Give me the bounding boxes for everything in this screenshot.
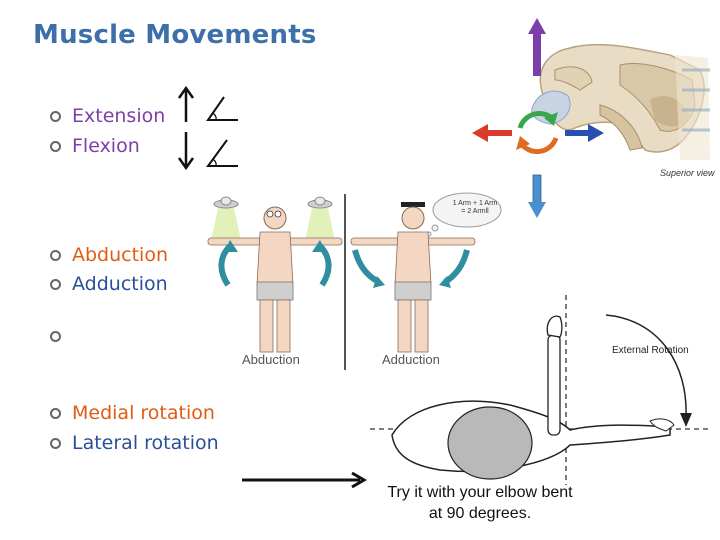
- bullet-text: Extension: [72, 105, 166, 127]
- angle-icon: [206, 96, 238, 121]
- bullet-text: Adduction: [72, 273, 168, 295]
- bullet-ring-icon: [50, 249, 61, 261]
- extension-flexion-icons: [177, 85, 238, 171]
- external-rotation-label: External Rotation: [612, 345, 689, 356]
- bullet-flexion: Flexion: [50, 135, 140, 157]
- bullet-text: Medial rotation: [72, 402, 215, 424]
- slide-title: Muscle Movements: [33, 20, 317, 50]
- thought-bubble: [426, 192, 502, 237]
- bullet-empty: [50, 331, 72, 342]
- figure-divider: [344, 194, 346, 370]
- bullet-text: Lateral rotation: [72, 432, 219, 454]
- shoulder-caption: Superior view: [660, 168, 715, 178]
- abduction-caption: Abduction: [242, 352, 300, 367]
- long-right-arrow-icon: [242, 471, 367, 489]
- bullet-lateral-rotation: Lateral rotation: [50, 432, 219, 454]
- bullet-ring-icon: [50, 437, 61, 449]
- bullet-abduction: Abduction: [50, 244, 168, 266]
- angle-icon: [206, 139, 238, 167]
- up-arrow-icon: [177, 85, 195, 122]
- bullet-ring-icon: [50, 140, 61, 152]
- ufo-icon: [307, 196, 333, 209]
- ufo-icon: [213, 196, 239, 209]
- thought-bubble-text: 1 Arm + 1 Arm = 2 Armll: [452, 200, 498, 216]
- bullet-text: Flexion: [72, 135, 140, 157]
- bullet-text: Abduction: [72, 244, 169, 266]
- rotation-arrows-icon: [516, 111, 559, 155]
- bullet-adduction: Adduction: [50, 273, 168, 295]
- down-arrow-icon: [528, 174, 546, 218]
- adduction-caption: Adduction: [382, 352, 440, 367]
- down-arrow-icon: [177, 132, 195, 171]
- abduction-figure: [207, 196, 343, 353]
- adduction-figure: [350, 192, 502, 353]
- bullet-extension: Extension: [50, 105, 165, 127]
- shoulder-superior-view: [472, 18, 710, 218]
- left-arrow-icon: [472, 124, 512, 142]
- bullet-ring-icon: [50, 110, 61, 122]
- right-arrow-icon: [565, 124, 604, 142]
- up-arrow-icon: [528, 18, 546, 76]
- elbow-note: Try it with your elbow bent at 90 degree…: [387, 484, 573, 522]
- external-rotation-figure: [370, 295, 710, 485]
- bullet-ring-icon: [50, 278, 61, 290]
- bullet-medial-rotation: Medial rotation: [50, 402, 215, 424]
- bullet-ring-icon: [50, 331, 61, 342]
- bullet-ring-icon: [50, 407, 61, 419]
